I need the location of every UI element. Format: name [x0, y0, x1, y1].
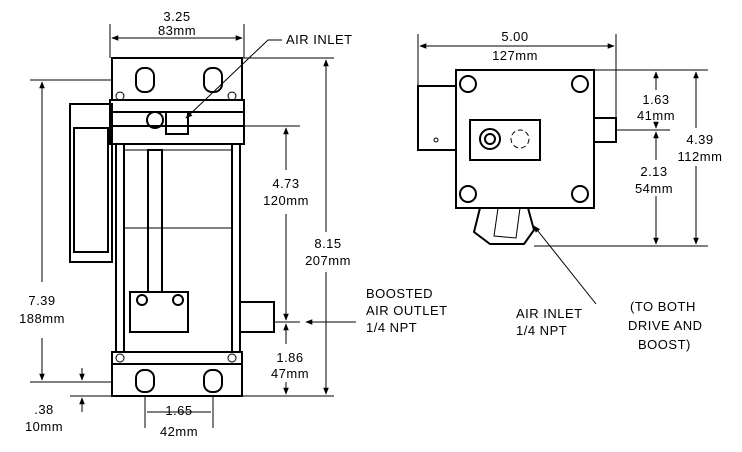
dim-overall-mm: 207mm [305, 253, 351, 268]
outlet-label-2: AIR OUTLET [366, 303, 448, 318]
inlet-fitting-bottom [472, 207, 536, 245]
inlet-note-1: (TO BOTH [630, 299, 696, 314]
outlet-port [239, 301, 275, 333]
dim-top-width-mm: 127mm [492, 48, 538, 63]
dim-top-in: 1.63 [642, 92, 669, 107]
hidden-port [510, 129, 530, 149]
hex-port [479, 128, 501, 150]
dim-upper-mm: 120mm [263, 193, 309, 208]
dim-total-in: 4.39 [686, 132, 713, 147]
base-slot-left [135, 369, 155, 393]
base-slot-right [203, 369, 223, 393]
dim-total-mm: 112mm [678, 149, 723, 164]
port-plate [469, 119, 541, 161]
top-slot-left [135, 67, 155, 93]
dim-lower-in: 1.86 [276, 350, 303, 365]
bottom-plate [111, 351, 243, 365]
outlet-nub [593, 117, 617, 143]
dim-top-width-in: 5.00 [501, 29, 528, 44]
dim-hole-in: 1.65 [165, 403, 192, 418]
dim-overall-in: 8.15 [314, 236, 341, 251]
dim-body-in: 7.39 [28, 293, 55, 308]
side-cylinder-stub [417, 85, 457, 151]
inlet-label-2: 1/4 NPT [516, 323, 567, 338]
dim-bottom-in: 2.13 [640, 164, 667, 179]
base-flange [111, 363, 243, 397]
dim-hole-mm: 42mm [160, 424, 198, 439]
side-cylinder [69, 103, 113, 263]
front-view [69, 57, 275, 397]
dim-width-mm: 83mm [158, 23, 196, 38]
air-inlet-label: AIR INLET [286, 32, 353, 47]
dim-width-in: 3.25 [163, 9, 190, 24]
dim-top-mm: 41mm [637, 108, 675, 123]
valve-block [129, 291, 189, 333]
bolt-bottom-left [459, 185, 477, 203]
top-view-body [455, 69, 595, 209]
inlet-label-1: AIR INLET [516, 306, 583, 321]
inlet-note-3: BOOST) [638, 337, 691, 352]
dim-bottom-mm: 54mm [635, 181, 673, 196]
outlet-label-3: 1/4 NPT [366, 320, 417, 335]
dim-body-mm: 188mm [19, 311, 65, 326]
screw-right [172, 294, 184, 306]
dim-base-in: .38 [34, 402, 54, 417]
dim-upper-in: 4.73 [272, 176, 299, 191]
cylinder-body [115, 143, 241, 353]
top-view [417, 69, 617, 245]
dim-lower-mm: 47mm [271, 366, 309, 381]
piston-rod [147, 149, 163, 293]
bolt-top-left [459, 75, 477, 93]
front-dimensions: 3.25 83mm AIR INLET 7.39 188mm .38 10mm … [19, 9, 448, 439]
side-cylinder-window [73, 127, 109, 253]
inlet-block [165, 111, 189, 135]
top-view-dimensions: 5.00 127mm 1.63 41mm 2.13 54mm 4.39 112m… [417, 29, 723, 352]
outlet-label-1: BOOSTED [366, 286, 433, 301]
inlet-note-2: DRIVE AND [628, 318, 703, 333]
top-slot-right [203, 67, 223, 93]
inlet-fitting [146, 111, 164, 129]
top-cap [109, 99, 245, 145]
bolt-bottom-right [571, 185, 589, 203]
bolt-top-right [571, 75, 589, 93]
screw-left [136, 294, 148, 306]
dim-base-mm: 10mm [25, 419, 63, 434]
